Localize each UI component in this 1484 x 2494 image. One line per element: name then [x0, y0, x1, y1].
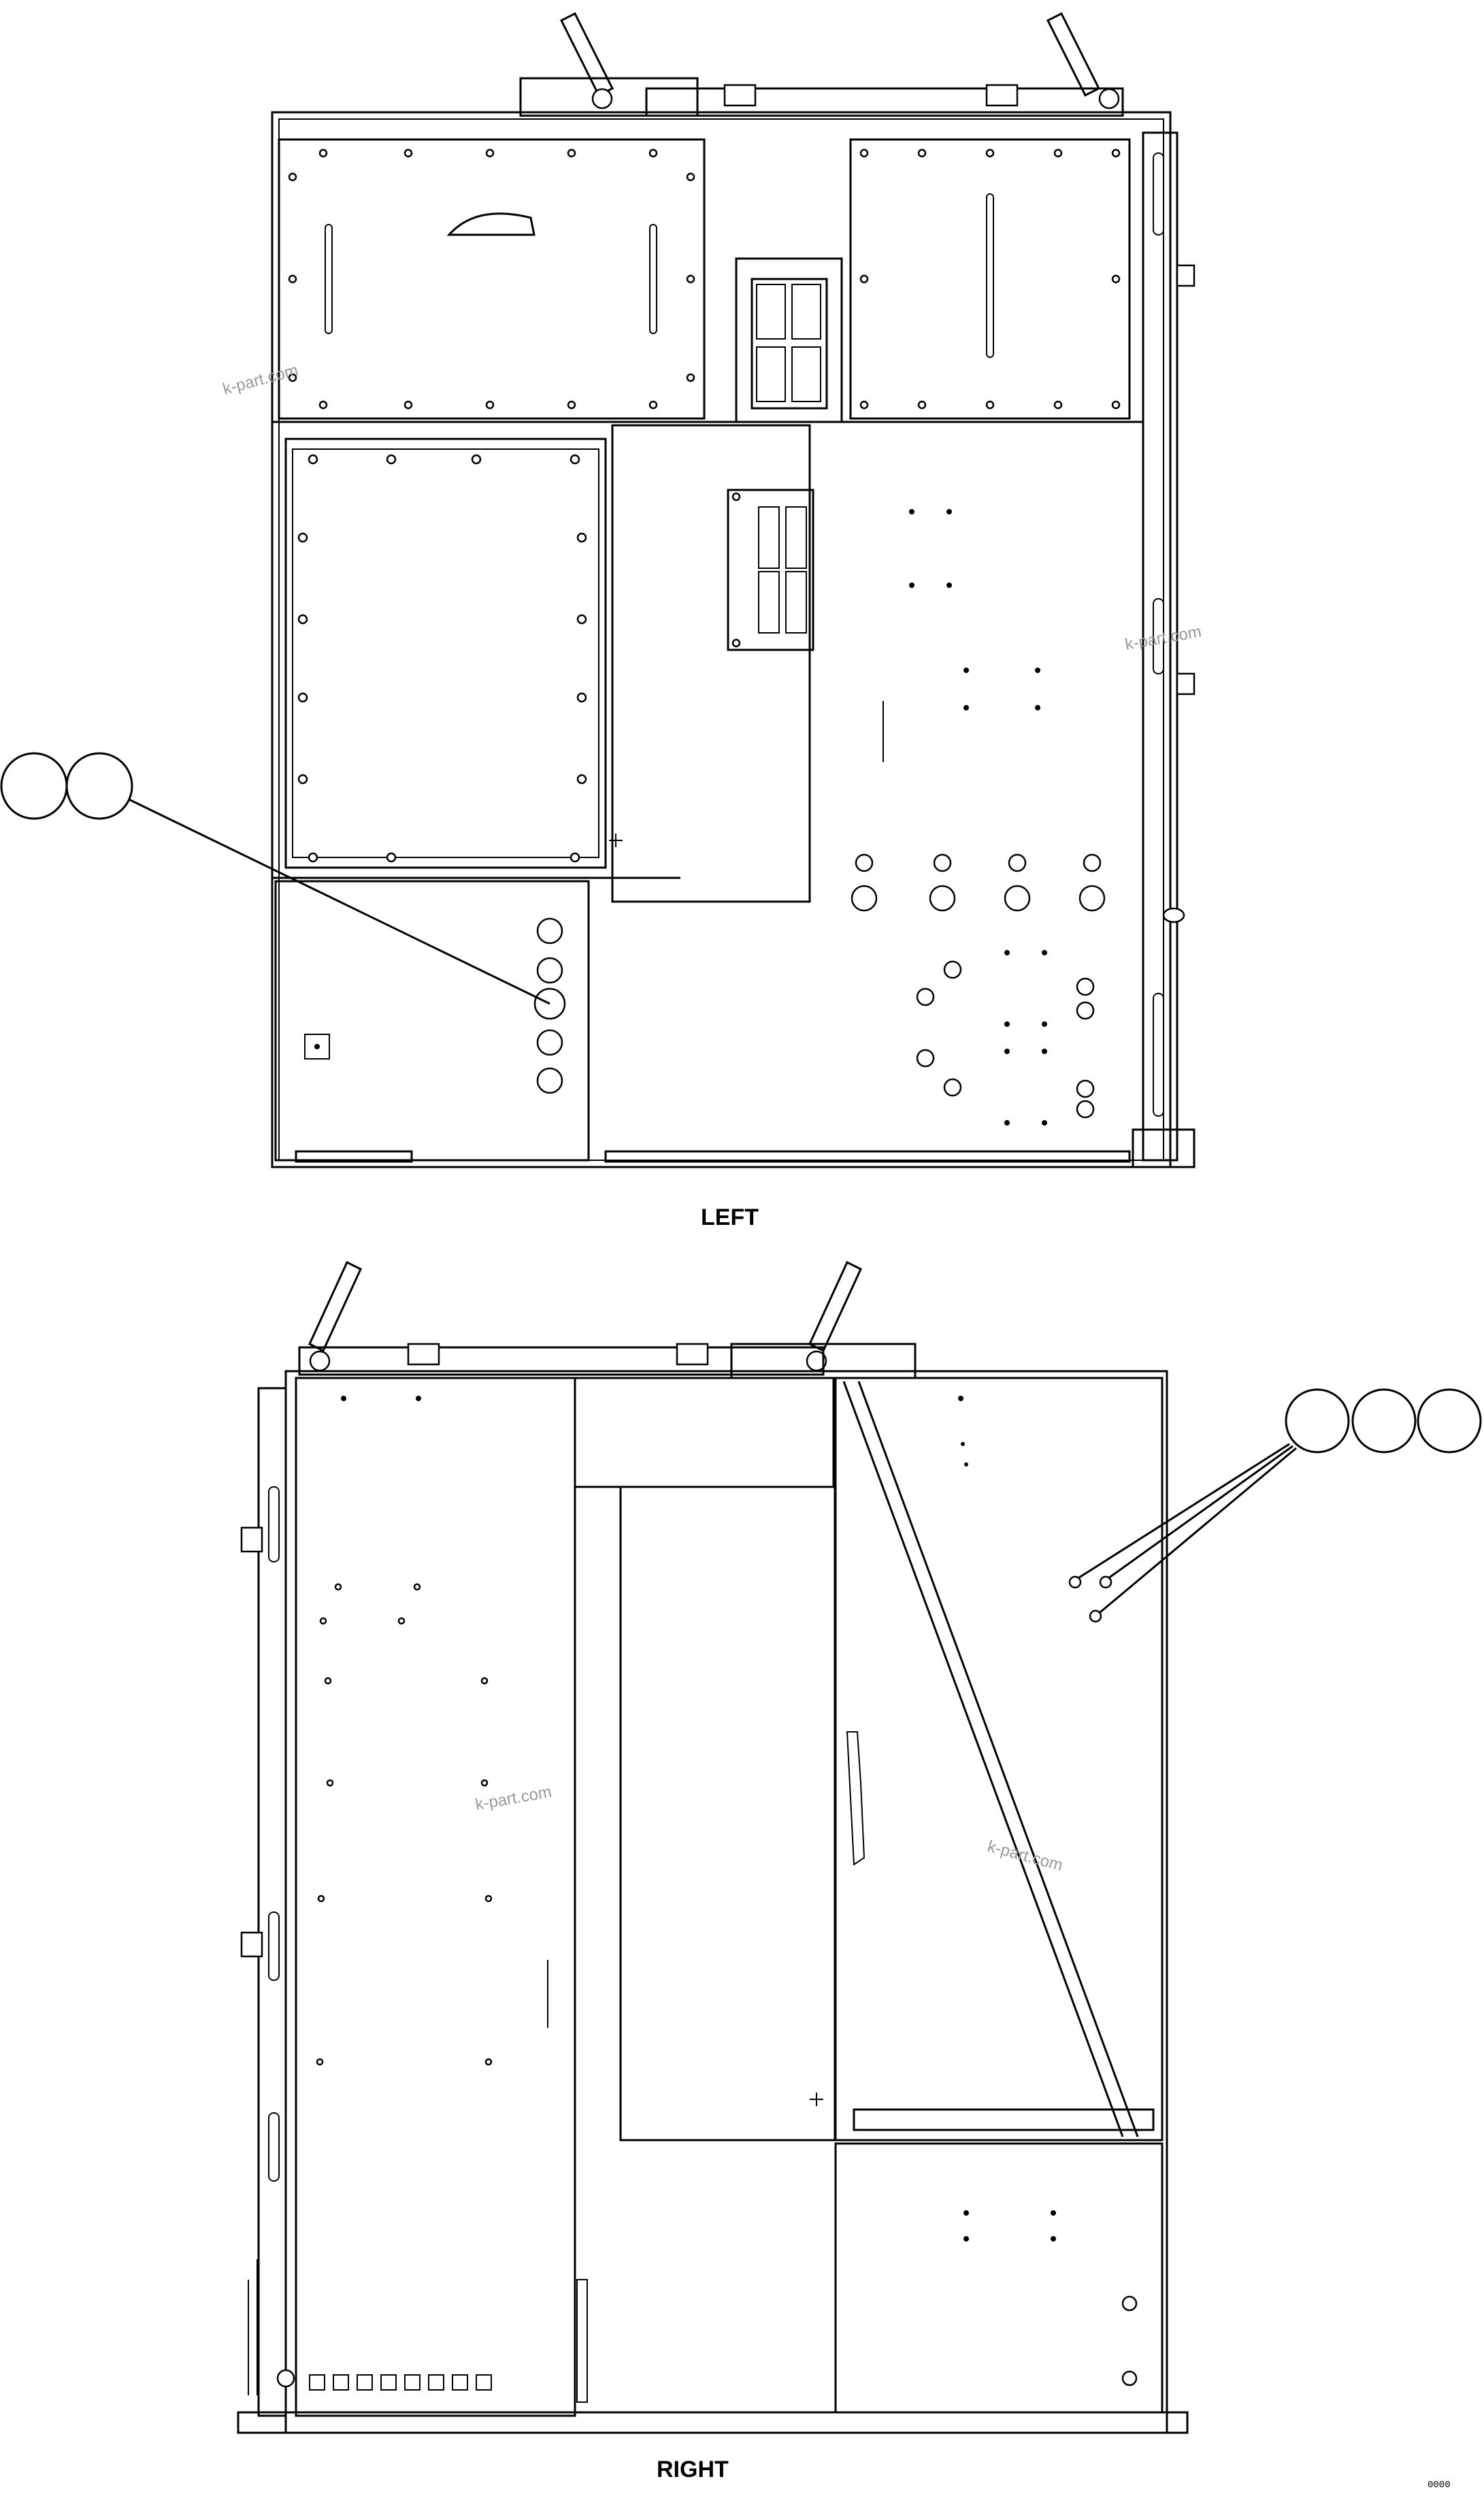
watermark: k-part.com: [474, 1783, 553, 1814]
callout-bubble: [0, 752, 68, 820]
left-view-upper-vent-grille: [735, 257, 843, 423]
callout-leader-line: [1074, 1443, 1290, 1581]
callout-leader-line: [1095, 1447, 1297, 1618]
left-view-lift-handles: [519, 12, 1124, 117]
callout-bubble: [65, 752, 133, 820]
left-view-bottom-left-panel: [274, 880, 1131, 1163]
left-view-callouts: [0, 752, 550, 1005]
right-view-center-panel: [574, 1377, 836, 2142]
right-view-lift-handles: [298, 1260, 917, 1379]
left-view-outer-frame: [271, 111, 1172, 1168]
callout-bubble: [1285, 1388, 1350, 1454]
left-view-top-left-panel: [278, 138, 706, 420]
left-view-right-side-rail: [1132, 131, 1196, 1168]
left-view-top-right-panel: [849, 138, 1131, 420]
left-view-right-area: [851, 509, 1106, 1126]
drawing-code: 0000: [1428, 2480, 1451, 2491]
right-view-label: RIGHT: [657, 2457, 729, 2482]
right-view-callouts: [1068, 1388, 1482, 1623]
right-view-left-side-rail: [240, 1387, 295, 2417]
watermark: k-part.com: [221, 361, 300, 398]
right-view: RIGHT: [237, 1260, 1482, 2482]
right-view-outer-frame: [284, 1370, 1168, 2434]
right-view-left-tall-panel: [295, 1377, 588, 2417]
right-view-bottom-right-panel: [834, 2142, 1164, 2414]
watermark: k-part.com: [985, 1837, 1064, 1875]
right-view-bottom-bolt-row: [309, 2374, 492, 2391]
callout-bubble: [1351, 1388, 1417, 1454]
right-view-door: [834, 1377, 1168, 2395]
left-view-middle-left-panel: [284, 438, 607, 869]
left-view-label: LEFT: [701, 1204, 759, 1230]
callout-leader-line: [1105, 1445, 1293, 1581]
callout-bubble: [1417, 1388, 1482, 1454]
left-view: LEFT: [0, 12, 1196, 1230]
callout-leader-line: [129, 798, 550, 1005]
left-view-center-panel: [609, 424, 814, 903]
